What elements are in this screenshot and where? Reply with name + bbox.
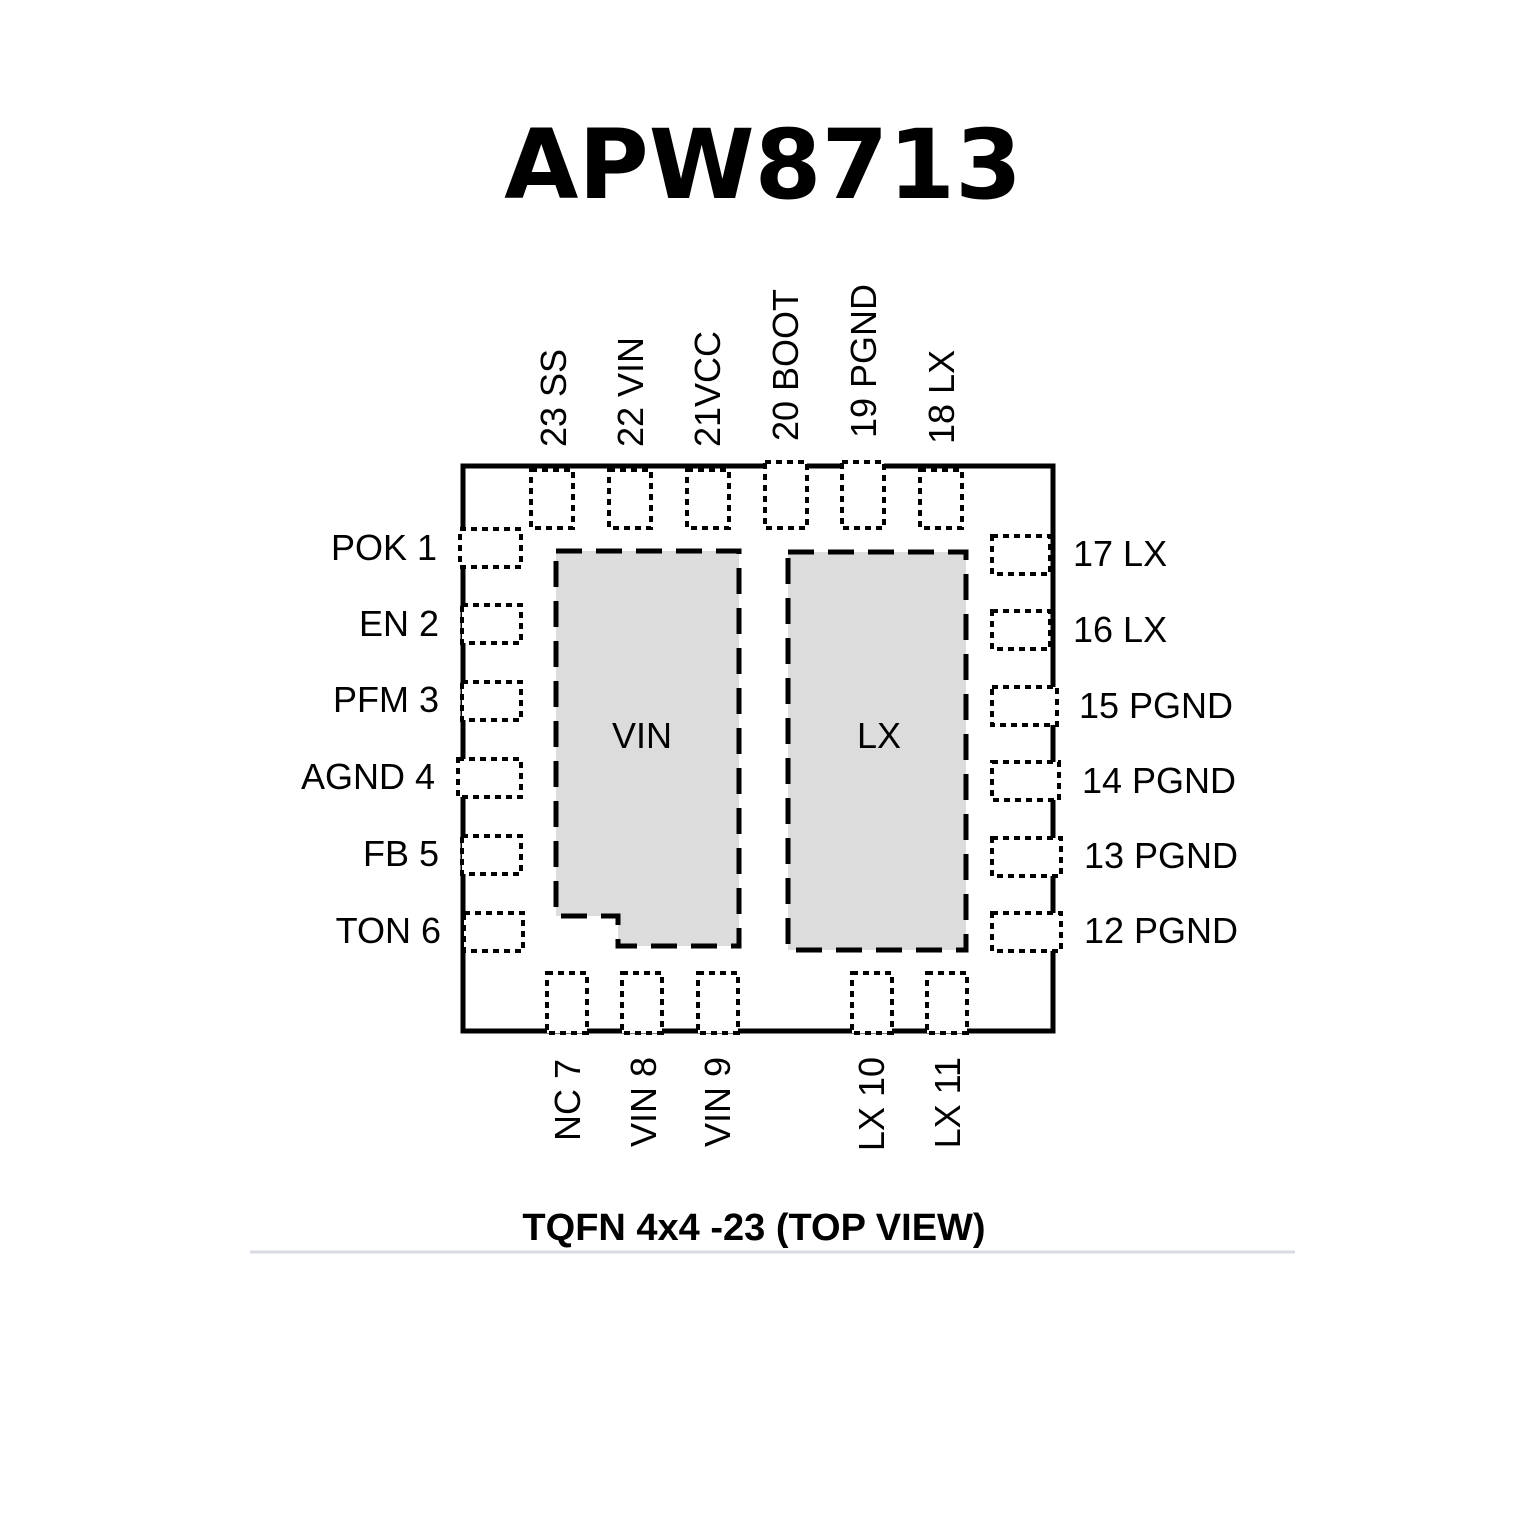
pin-1 (458, 527, 523, 569)
left-pins: POK 1 EN 2 PFM 3 AGND 4 FB 5 TON 6 (301, 527, 525, 953)
pin-18 (918, 468, 964, 530)
package-caption: TQFN 4x4 -23 (TOP VIEW) (522, 1207, 985, 1249)
exposed-pad-vin (553, 548, 742, 949)
pin-14-label: 14 PGND (1082, 760, 1236, 801)
pin-16-label: 16 LX (1073, 609, 1167, 650)
pin-2-label: EN 2 (359, 603, 439, 644)
pin-11-label: LX 11 (927, 1057, 968, 1148)
pin-22-label: 22 VIN (610, 337, 651, 447)
top-pins: 23 SS 22 VIN 21VCC 20 BOOT 19 PGND 18 LX (529, 284, 964, 530)
pin-10 (850, 971, 894, 1035)
pin-1-label: POK 1 (331, 527, 437, 568)
pin-12 (990, 911, 1063, 953)
pin-16 (990, 609, 1052, 651)
pin-13 (990, 836, 1063, 878)
bottom-pins: NC 7 VIN 8 VIN 9 LX 10 LX 11 (545, 971, 969, 1151)
pin-7-label: NC 7 (547, 1059, 588, 1141)
pin-11 (925, 971, 969, 1035)
pin-8-label: VIN 8 (623, 1057, 664, 1147)
pin-3-label: PFM 3 (333, 679, 439, 720)
pin-3 (460, 680, 523, 722)
pin-18-label: 18 LX (921, 350, 962, 444)
pin-7 (545, 971, 589, 1035)
pin-23-label: 23 SS (533, 349, 574, 447)
pin-8 (620, 971, 664, 1035)
pin-5-label: FB 5 (363, 833, 439, 874)
pin-13-label: 13 PGND (1084, 835, 1238, 876)
pin-17 (990, 534, 1052, 576)
right-pins: 17 LX 16 LX 15 PGND 14 PGND 13 PGND 12 P… (990, 533, 1238, 953)
pin-9 (696, 971, 740, 1035)
pin-14 (990, 760, 1061, 802)
exposed-pad-lx-label: LX (857, 715, 901, 756)
chip-title: APW8713 (504, 109, 1022, 221)
pin-9-label: VIN 9 (697, 1057, 738, 1147)
pin-10-label: LX 10 (851, 1057, 892, 1151)
pin-6 (462, 911, 525, 953)
pin-2 (460, 603, 523, 645)
pin-17-label: 17 LX (1073, 533, 1167, 574)
exposed-pad-lx (785, 549, 969, 953)
pin-20 (763, 460, 809, 530)
pin-4-label: AGND 4 (301, 756, 435, 797)
pin-12-label: 12 PGND (1084, 910, 1238, 951)
pin-6-label: TON 6 (336, 910, 441, 951)
pin-5 (460, 834, 523, 876)
pin-22 (607, 468, 653, 530)
pin-19 (840, 460, 886, 530)
exposed-pad-vin-label: VIN (612, 715, 672, 756)
pin-20-label: 20 BOOT (765, 289, 806, 441)
pin-15 (990, 685, 1059, 727)
pin-15-label: 15 PGND (1079, 685, 1233, 726)
pin-23 (529, 468, 575, 530)
pin-21-label: 21VCC (687, 331, 728, 447)
pin-4 (456, 757, 523, 799)
package-outline (460, 463, 1056, 1034)
pin-21 (685, 468, 731, 530)
pin-19-label: 19 PGND (843, 284, 884, 438)
